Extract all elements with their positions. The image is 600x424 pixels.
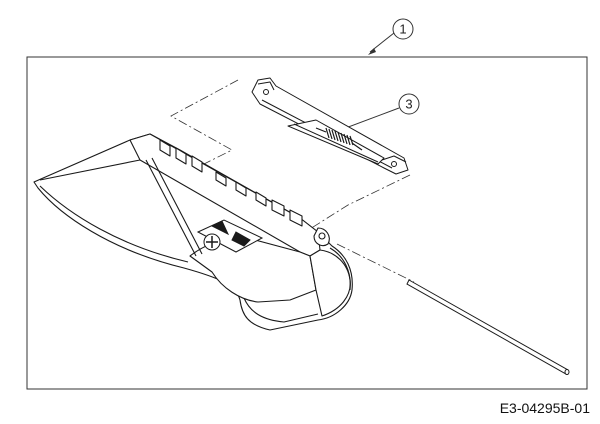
document-code: E3-04295B-01 <box>499 400 590 416</box>
callout-1: 1 <box>368 18 414 55</box>
callout-3-leader <box>342 107 400 130</box>
assembly-guide-lines <box>170 79 415 283</box>
callout-1-number: 1 <box>399 22 406 37</box>
hinge-rod <box>406 279 570 375</box>
diagram-frame <box>26 56 588 390</box>
torsion-spring <box>315 127 363 151</box>
callout-3: 3 <box>342 93 420 130</box>
callout-3-number: 3 <box>405 97 412 112</box>
callout-3-circle <box>398 93 420 115</box>
hinge-bracket <box>251 77 409 175</box>
callout-1-arrowhead <box>368 48 376 55</box>
callout-1-circle <box>392 18 414 40</box>
deflector-body <box>33 133 353 331</box>
safety-warning-label <box>196 219 264 253</box>
